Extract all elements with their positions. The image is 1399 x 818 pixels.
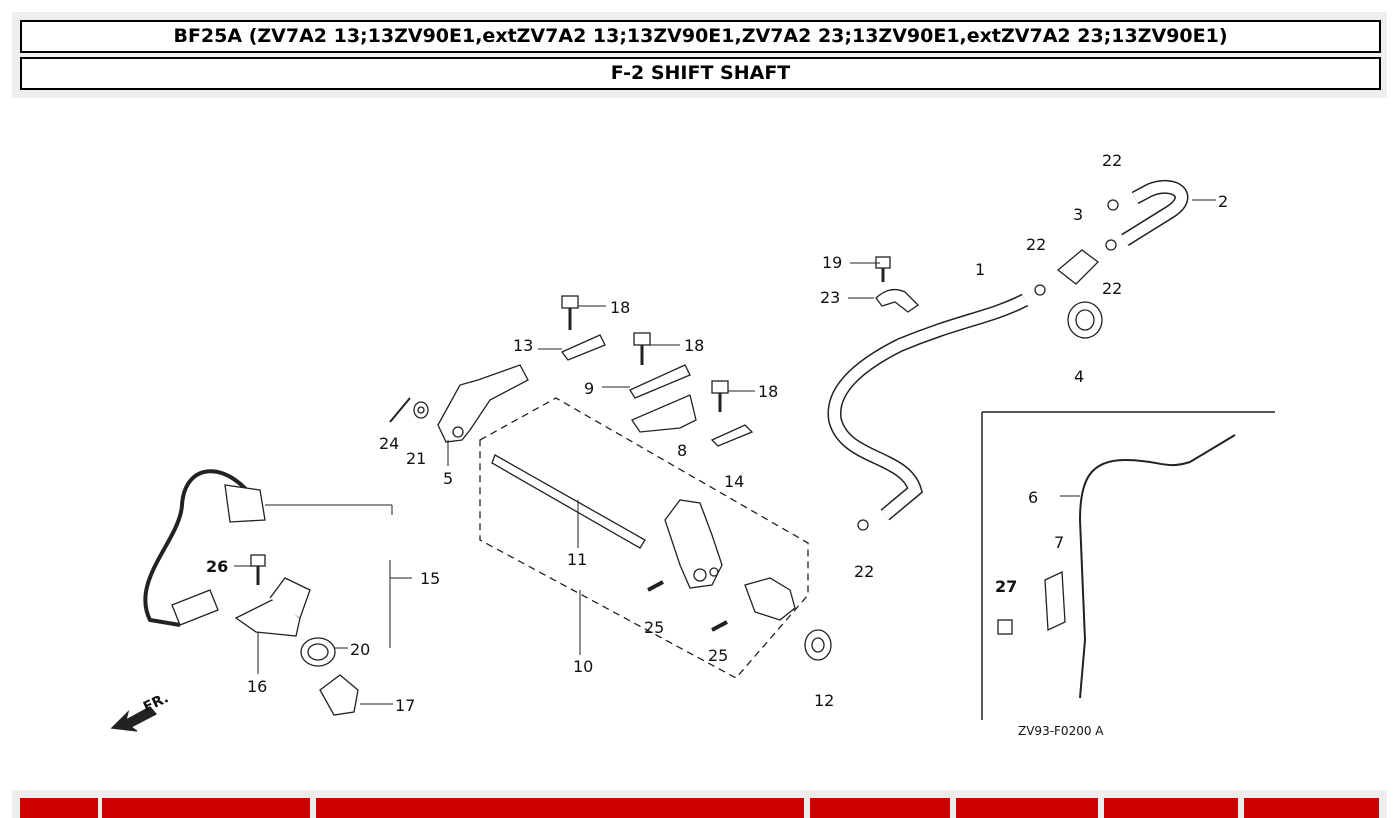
oil-seal-part [804,629,832,661]
callout-4: 4 [1074,367,1084,386]
callout-22b: 22 [1026,235,1046,254]
table-col-7 [1244,798,1379,818]
callout-22a: 22 [1102,151,1122,170]
front-label: FR. [141,690,171,715]
section-title: F-2 SHIFT SHAFT [20,57,1381,90]
callout-18b: 18 [684,336,704,355]
model-title: BF25A (ZV7A2 13;13ZV90E1,extZV7A2 13;13Z… [20,20,1381,53]
callout-20: 20 [350,640,370,659]
table-col-6 [1104,798,1238,818]
callout-7: 7 [1054,533,1064,552]
callout-2: 2 [1218,192,1228,211]
leader-lines [234,199,1216,705]
callout-26: 26 [206,557,228,576]
shift-lever-part [437,364,529,443]
shaft-assembly-box [479,397,809,679]
callout-8: 8 [677,441,687,460]
callout-12: 12 [814,691,834,710]
bolt-group [250,256,1013,635]
table-col-5 [956,798,1098,818]
callout-15: 15 [420,569,440,588]
drawing-code: ZV93-F0200 A [1018,724,1104,738]
bracket-part [234,597,301,637]
callout-3: 3 [1073,205,1083,224]
throttle-cable-part [1078,434,1236,699]
callout-5: 5 [443,469,453,488]
shift-shaft-part [491,454,646,549]
parts-table-header [12,790,1387,818]
callout-6: 6 [1028,488,1038,507]
callout-24: 24 [379,434,399,453]
callout-25a: 25 [644,618,664,637]
shift-arm-part [664,499,723,589]
callout-14: 14 [724,472,744,491]
header-panel: BF25A (ZV7A2 13;13ZV90E1,extZV7A2 13;13Z… [12,12,1387,98]
callout-21: 21 [406,449,426,468]
callout-17: 17 [395,696,415,715]
table-col-2 [102,798,310,818]
front-arrow-icon [110,706,158,732]
shift-fork-part [744,577,796,621]
plate-part [560,334,606,361]
callout-27: 27 [995,577,1017,596]
cable-bracket-part [1044,571,1066,631]
callout-13: 13 [513,336,533,355]
callout-18a: 18 [610,298,630,317]
callout-18c: 18 [758,382,778,401]
callout-11: 11 [567,550,587,569]
diagram-linework [110,179,1275,732]
parts-diagram: 1 2 3 4 5 6 7 8 9 10 11 12 13 14 15 16 1… [110,151,1275,738]
table-col-3 [316,798,804,818]
callout-25b: 25 [708,646,728,665]
callout-22c: 22 [1102,279,1122,298]
callout-22d: 22 [854,562,874,581]
callout-19: 19 [822,253,842,272]
callout-9: 9 [584,379,594,398]
callout-10: 10 [573,657,593,676]
callout-1: 1 [975,260,985,279]
callout-labels: 1 2 3 4 5 6 7 8 9 10 11 12 13 14 15 16 1… [141,151,1228,738]
callout-16: 16 [247,677,267,696]
table-col-1 [20,798,98,818]
table-col-4 [810,798,950,818]
callout-23: 23 [820,288,840,307]
